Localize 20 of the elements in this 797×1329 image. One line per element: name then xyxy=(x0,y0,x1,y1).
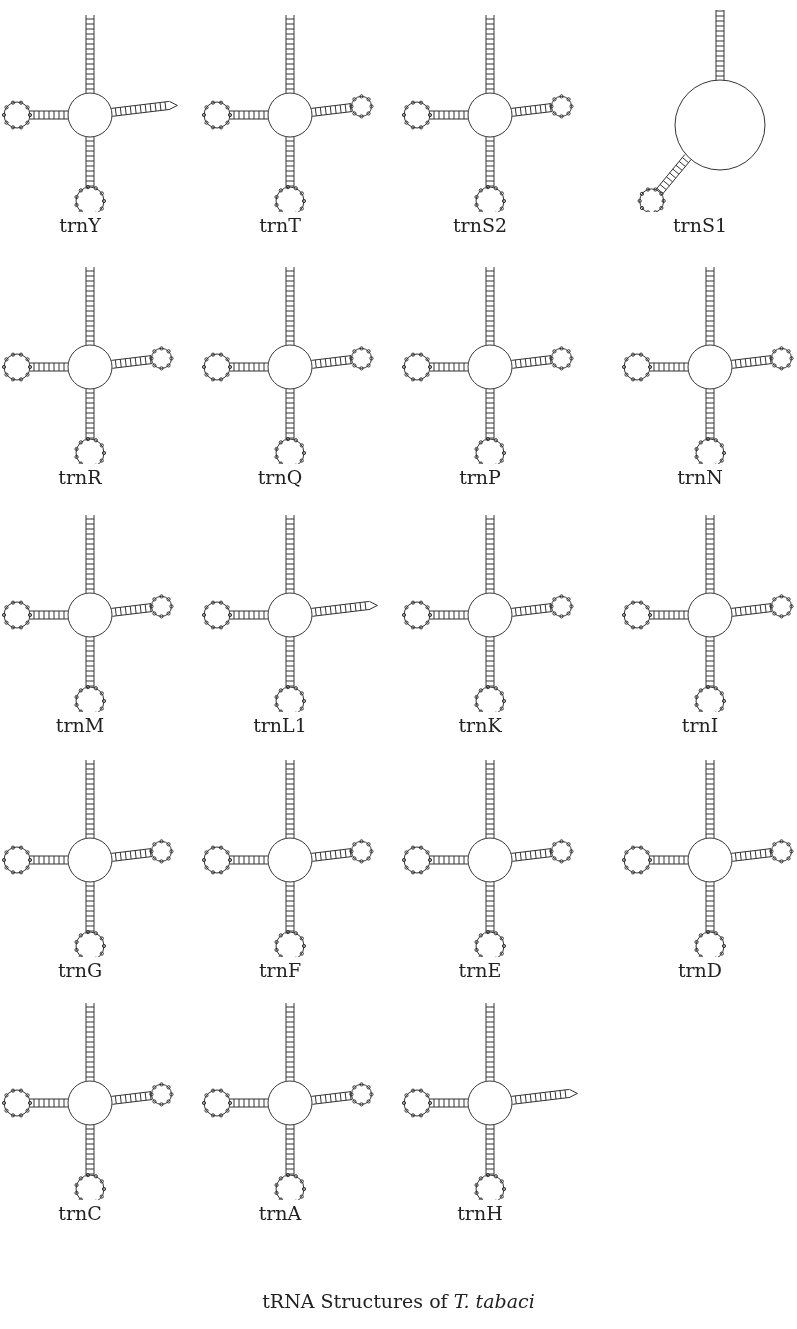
structure-label: trnA xyxy=(257,1202,303,1224)
structure-label: trnP xyxy=(458,466,502,488)
structure-label: trnL1 xyxy=(252,714,308,736)
structure-label: trnI xyxy=(680,714,720,736)
structure-label: trnK xyxy=(457,714,503,736)
structure-label: trnN xyxy=(676,466,724,488)
structure-label: trnG xyxy=(56,959,104,981)
structure-label: trnC xyxy=(57,1202,103,1224)
structure-label: trnF xyxy=(257,959,303,981)
figure-caption: tRNA Structures of T. tabaci xyxy=(262,1290,535,1312)
structure-label: trnH xyxy=(456,1202,504,1224)
structure-label: trnE xyxy=(457,959,503,981)
structure-label: trnM xyxy=(54,714,106,736)
structure-label: trnS1 xyxy=(671,214,729,236)
structure-label: trnY xyxy=(58,214,102,236)
structure-label: trnR xyxy=(57,466,103,488)
structure-label: trnD xyxy=(676,959,724,981)
structure-label: trnQ xyxy=(256,466,304,488)
structure-label: trnS2 xyxy=(451,214,509,236)
structure-label: trnT xyxy=(258,214,302,236)
